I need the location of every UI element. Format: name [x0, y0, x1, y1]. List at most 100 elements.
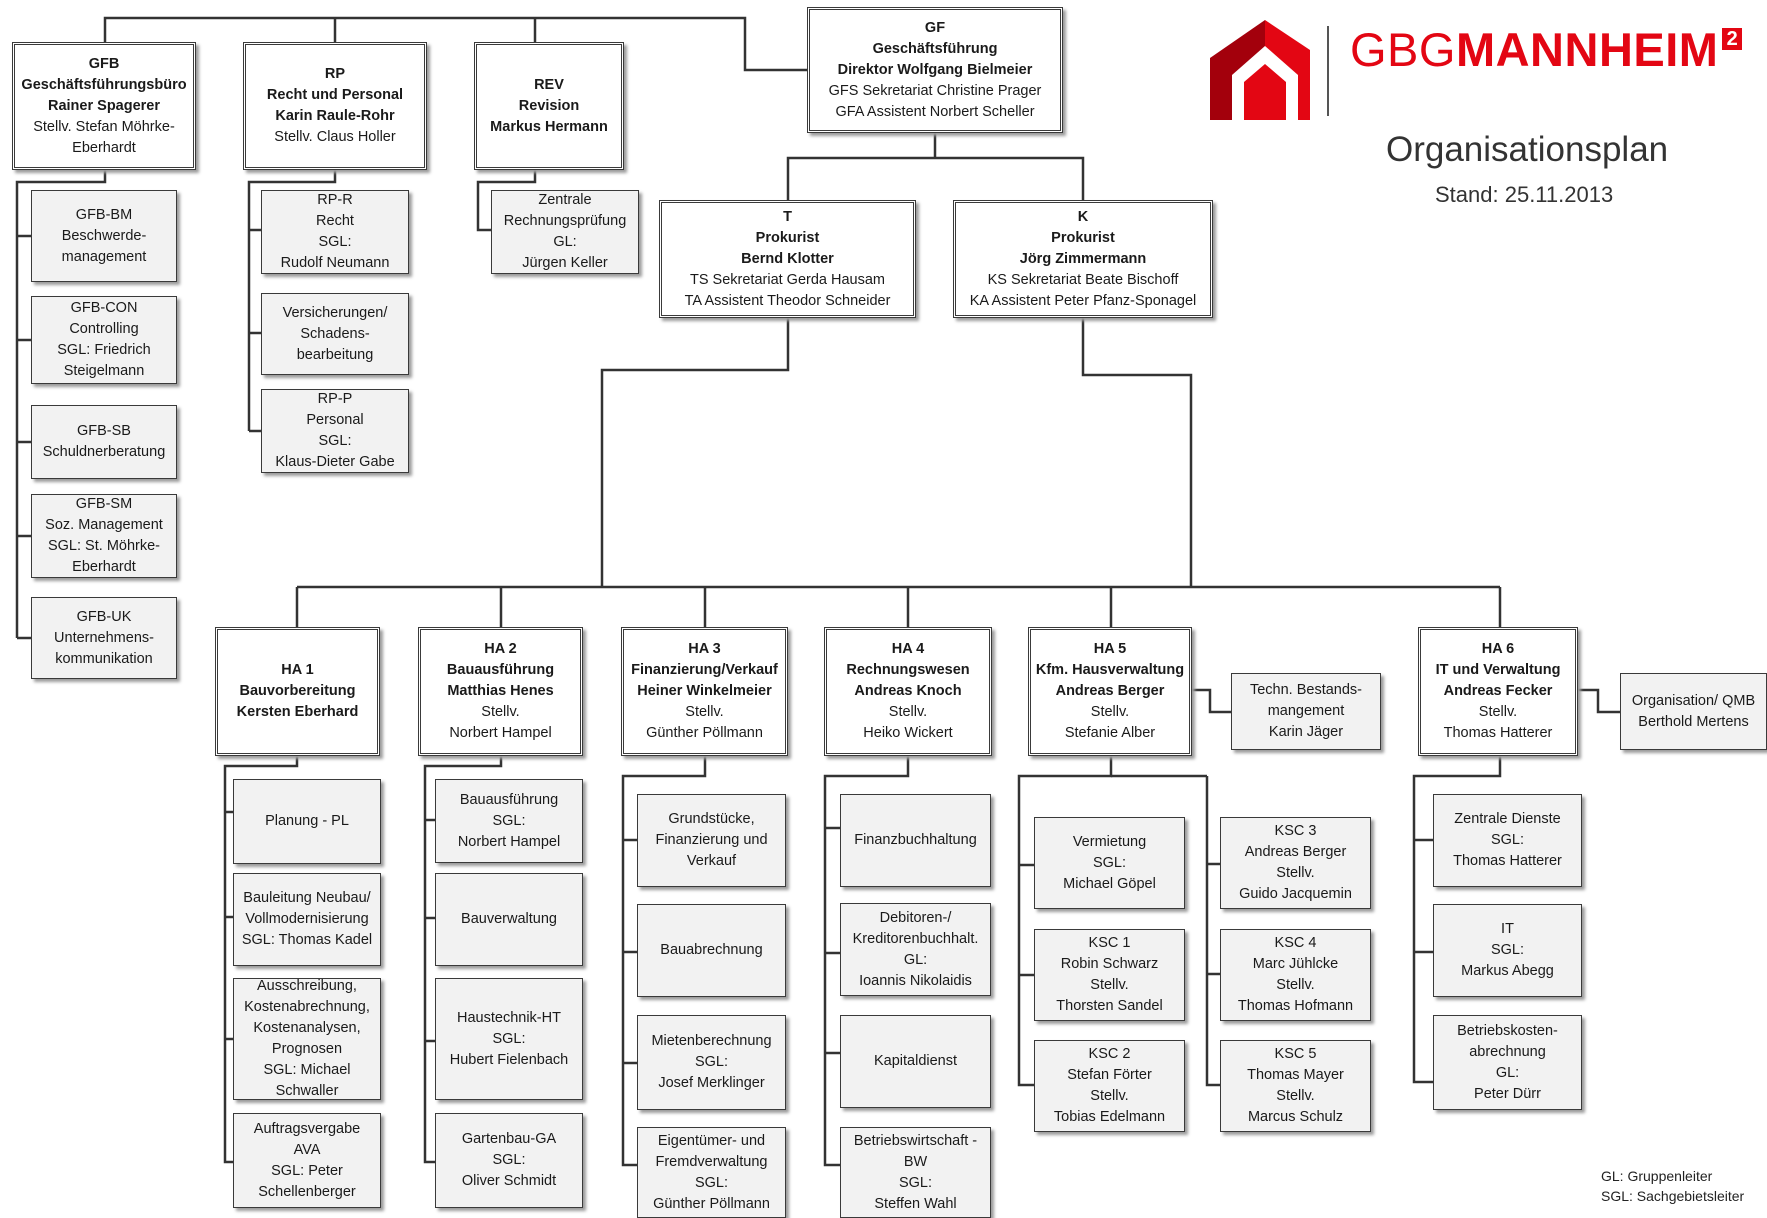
org-unit-line: GFB-SB — [77, 423, 131, 439]
org-unit-line: Grundstücke, — [668, 811, 755, 827]
org-unit-line: HA 6 — [1481, 641, 1515, 657]
org-unit-line: bearbeitung — [296, 346, 374, 363]
org-unit-line: Andreas Knoch — [854, 683, 962, 699]
org-unit-line: Controlling — [69, 321, 139, 337]
org-unit-line: Gartenbau-GA — [461, 1131, 557, 1147]
org-unit-line: GFS Sekretariat Christine Prager — [828, 82, 1042, 99]
org-unit-line: Stefanie Alber — [1064, 725, 1156, 741]
org-unit-line: mangement — [1267, 703, 1345, 719]
legend-sgl: SGL: Sachgebietsleiter — [1601, 1188, 1745, 1204]
org-unit-ha1-pl: Planung - PL — [233, 779, 381, 864]
org-unit-line: Schuldnerberatung — [42, 444, 166, 460]
brand-superscript: 2 — [1722, 28, 1743, 50]
org-unit-line: HA 1 — [281, 662, 314, 678]
org-unit-line: Zentrale — [538, 192, 592, 208]
org-unit-line: K — [1077, 208, 1089, 225]
org-unit-line: Vermietung — [1072, 833, 1147, 850]
org-unit-line: GFB-UK — [76, 608, 132, 625]
org-unit-line: Norbert Hampel — [449, 725, 552, 741]
org-unit-line: SGL: Peter — [271, 1162, 343, 1179]
org-unit-line: Günther Pöllmann — [653, 1195, 770, 1212]
org-unit-line: HA 2 — [484, 641, 517, 657]
org-unit-line: HA 4 — [891, 641, 925, 657]
house-logo-icon — [1210, 20, 1310, 120]
org-unit-line: SGL: — [318, 433, 352, 449]
org-unit-line: Finanzierung und — [655, 832, 768, 848]
org-unit-line: Rechnungsprüfung — [503, 213, 627, 229]
org-unit-line: Marcus Schulz — [1247, 1109, 1344, 1125]
org-unit-line: SGL: — [492, 1030, 526, 1047]
org-unit-line: Kreditorenbuchhalt. — [852, 930, 979, 947]
org-unit-line: SGL: — [318, 234, 352, 250]
org-unit-line: REV — [534, 76, 564, 93]
org-unit-line: management — [61, 248, 147, 265]
org-unit-line: KSC 4 — [1274, 935, 1317, 951]
org-unit-line: Peter Dürr — [1474, 1085, 1541, 1102]
org-unit-line: HA 3 — [688, 641, 721, 657]
org-unit-line: Stellv. — [1090, 977, 1129, 993]
org-unit-line: Prokurist — [1051, 229, 1115, 246]
org-unit-line: Unternehmens- — [54, 629, 154, 646]
org-unit-line: Stellv. — [888, 704, 928, 720]
org-unit-line: KA Assistent Peter Pfanz-Sponagel — [969, 292, 1197, 309]
org-unit-line: Bernd Klotter — [741, 250, 834, 267]
org-unit-line: Betriebskosten- — [1457, 1022, 1558, 1039]
org-unit-line: RP — [324, 66, 346, 82]
org-unit-line: Prokurist — [755, 229, 820, 246]
org-unit-line: Mietenberechnung — [651, 1033, 772, 1049]
org-unit-line: Geschäftsführungsbüro — [21, 76, 187, 93]
org-unit-line: KS Sekretariat Beate Bischoff — [987, 271, 1179, 288]
org-unit-line: Ioannis Nikolaidis — [859, 972, 972, 989]
org-unit-line: Kfm. Hausverwaltung — [1035, 662, 1185, 678]
org-unit-line: Stefan Förter — [1067, 1067, 1152, 1083]
legend-gl: GL: Gruppenleiter — [1601, 1168, 1713, 1184]
brand-separator — [1327, 26, 1329, 116]
org-unit-line: SGL: — [898, 1174, 933, 1191]
org-unit-line: AVA — [293, 1141, 321, 1158]
org-unit-line: Klaus-Dieter Gabe — [275, 454, 395, 470]
org-unit-line: Stellv. — [685, 704, 724, 720]
org-unit-line: Hubert Fielenbach — [449, 1051, 569, 1068]
org-unit-line: Schwaller — [275, 1083, 339, 1099]
org-unit-line: Schadens- — [300, 325, 370, 342]
org-unit-line: Karin Jäger — [1268, 724, 1344, 740]
org-unit-line: Michael Göpel — [1063, 875, 1156, 892]
org-unit-gfb-sb: GFB-SB Schuldnerberatung — [31, 405, 177, 479]
org-unit-line: Robin Schwarz — [1060, 956, 1159, 972]
org-unit-line: Stellv. — [1090, 1088, 1129, 1104]
org-unit-line: Debitoren-/ — [879, 909, 952, 926]
date-stand: Stand: 25.11.2013 — [1435, 182, 1614, 207]
org-unit-ha4-fb: Finanzbuchhaltung — [840, 794, 991, 887]
org-unit-line: TS Sekretariat Gerda Hausam — [689, 271, 886, 288]
org-unit-line: Kostenanalysen, — [253, 1020, 361, 1036]
org-unit-line: Kapitaldienst — [873, 1053, 958, 1069]
org-unit-line: Rudolf Neumann — [280, 255, 390, 271]
org-unit-line: Stellv. — [1276, 977, 1315, 993]
org-unit-line: Stellv. — [1276, 1088, 1315, 1104]
org-unit-line: RP-R — [317, 192, 353, 208]
org-unit-line: SGL: — [1092, 854, 1127, 871]
org-unit-line: Andreas Berger — [1055, 683, 1165, 699]
org-unit-line: Direktor Wolfgang Bielmeier — [837, 61, 1033, 78]
